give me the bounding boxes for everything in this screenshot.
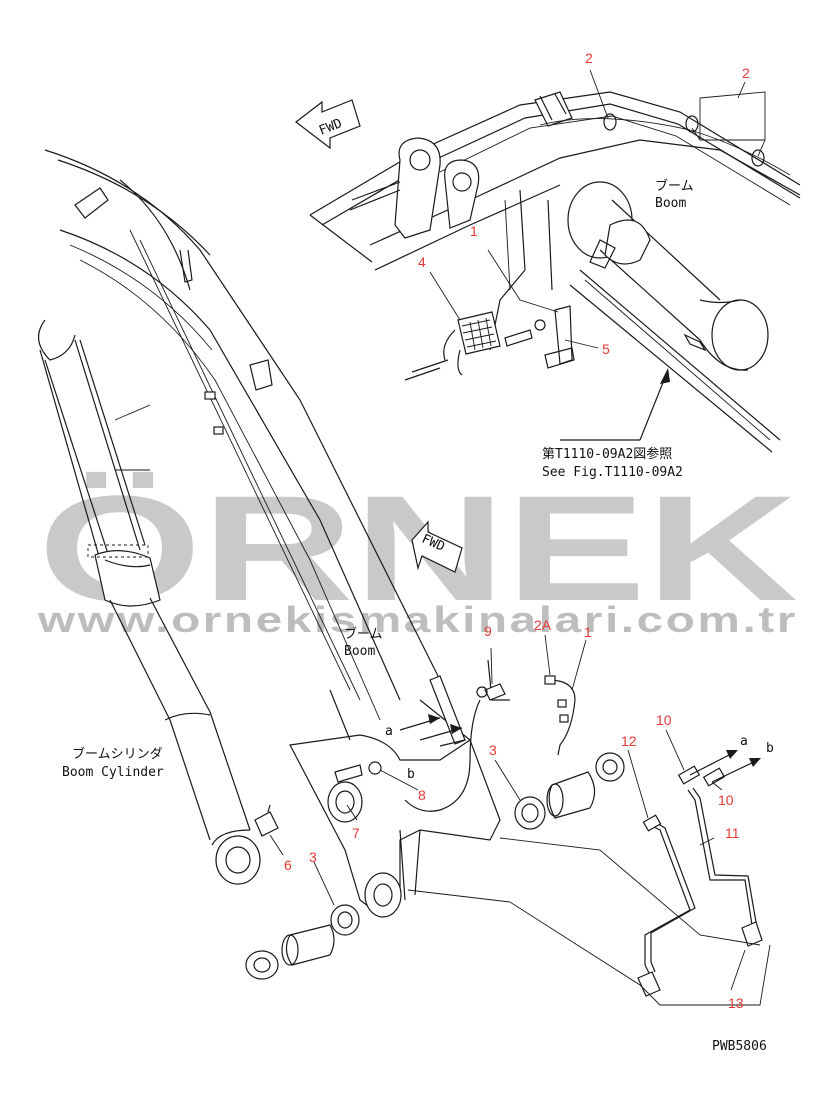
callout-13: 13 (728, 995, 744, 1011)
main-boom: FWD (38, 149, 510, 918)
see-fig-jp-label: 第T1110-09A2図参照 (542, 446, 672, 462)
leader-lines (269, 69, 766, 991)
fwd-arrow-top: FWD (295, 99, 361, 150)
work-lamp (404, 311, 501, 381)
boom-en-label-top: Boom (655, 196, 686, 211)
callout-7: 7 (352, 825, 360, 841)
arrow-b-left-label: b (407, 767, 415, 782)
callout-2A: 2A (534, 617, 552, 633)
callout-12: 12 (621, 733, 637, 749)
boom-cylinder (39, 339, 279, 885)
arrow-b-right-label: b (766, 741, 774, 756)
loose-parts (245, 675, 771, 1006)
callout-9: 9 (484, 623, 492, 639)
watermark: ÖRNEK www.ornekismakinalari.com.tr (37, 464, 798, 640)
flow-arrows: a b a b (385, 714, 774, 783)
callout-4: 4 (418, 254, 426, 270)
callout-5: 5 (602, 341, 610, 357)
top-inset-assembly: FWD (295, 91, 801, 453)
arrow-a-left-label: a (385, 724, 393, 739)
boom-jp-label-top: ブーム (655, 178, 694, 194)
cylinder-jp-label: ブームシリンダ (72, 746, 163, 762)
boom-jp-label-mid: ブーム (344, 626, 383, 642)
callout-1-mid: 1 (584, 624, 592, 640)
callout-2-left: 2 (585, 50, 593, 66)
callout-1-top: 1 (470, 223, 478, 239)
callout-2-right: 2 (742, 65, 750, 81)
inset-cylinder (567, 181, 781, 453)
callout-11: 11 (725, 825, 740, 841)
callouts: 2 2 1 4 5 9 2A 1 3 12 10 10 11 8 7 6 3 1… (284, 50, 750, 1011)
callout-10-top: 10 (656, 712, 672, 728)
cylinder-en-label: Boom Cylinder (62, 765, 164, 780)
callout-3-bottom: 3 (309, 849, 317, 865)
callout-10-bottom: 10 (718, 792, 734, 808)
arrow-a-right-label: a (740, 734, 748, 749)
figure-code: PWB5806 (712, 1039, 767, 1054)
fwd-arrow-mid: FWD (411, 520, 463, 573)
text-labels: ブーム Boom ブーム Boom ブームシリンダ Boom Cylinder … (62, 178, 767, 1054)
boom-en-label-mid: Boom (344, 644, 375, 659)
callout-8: 8 (418, 787, 426, 803)
callout-3-mid: 3 (489, 742, 497, 758)
see-fig-en-label: See Fig.T1110-09A2 (542, 465, 683, 480)
callout-6: 6 (284, 857, 292, 873)
